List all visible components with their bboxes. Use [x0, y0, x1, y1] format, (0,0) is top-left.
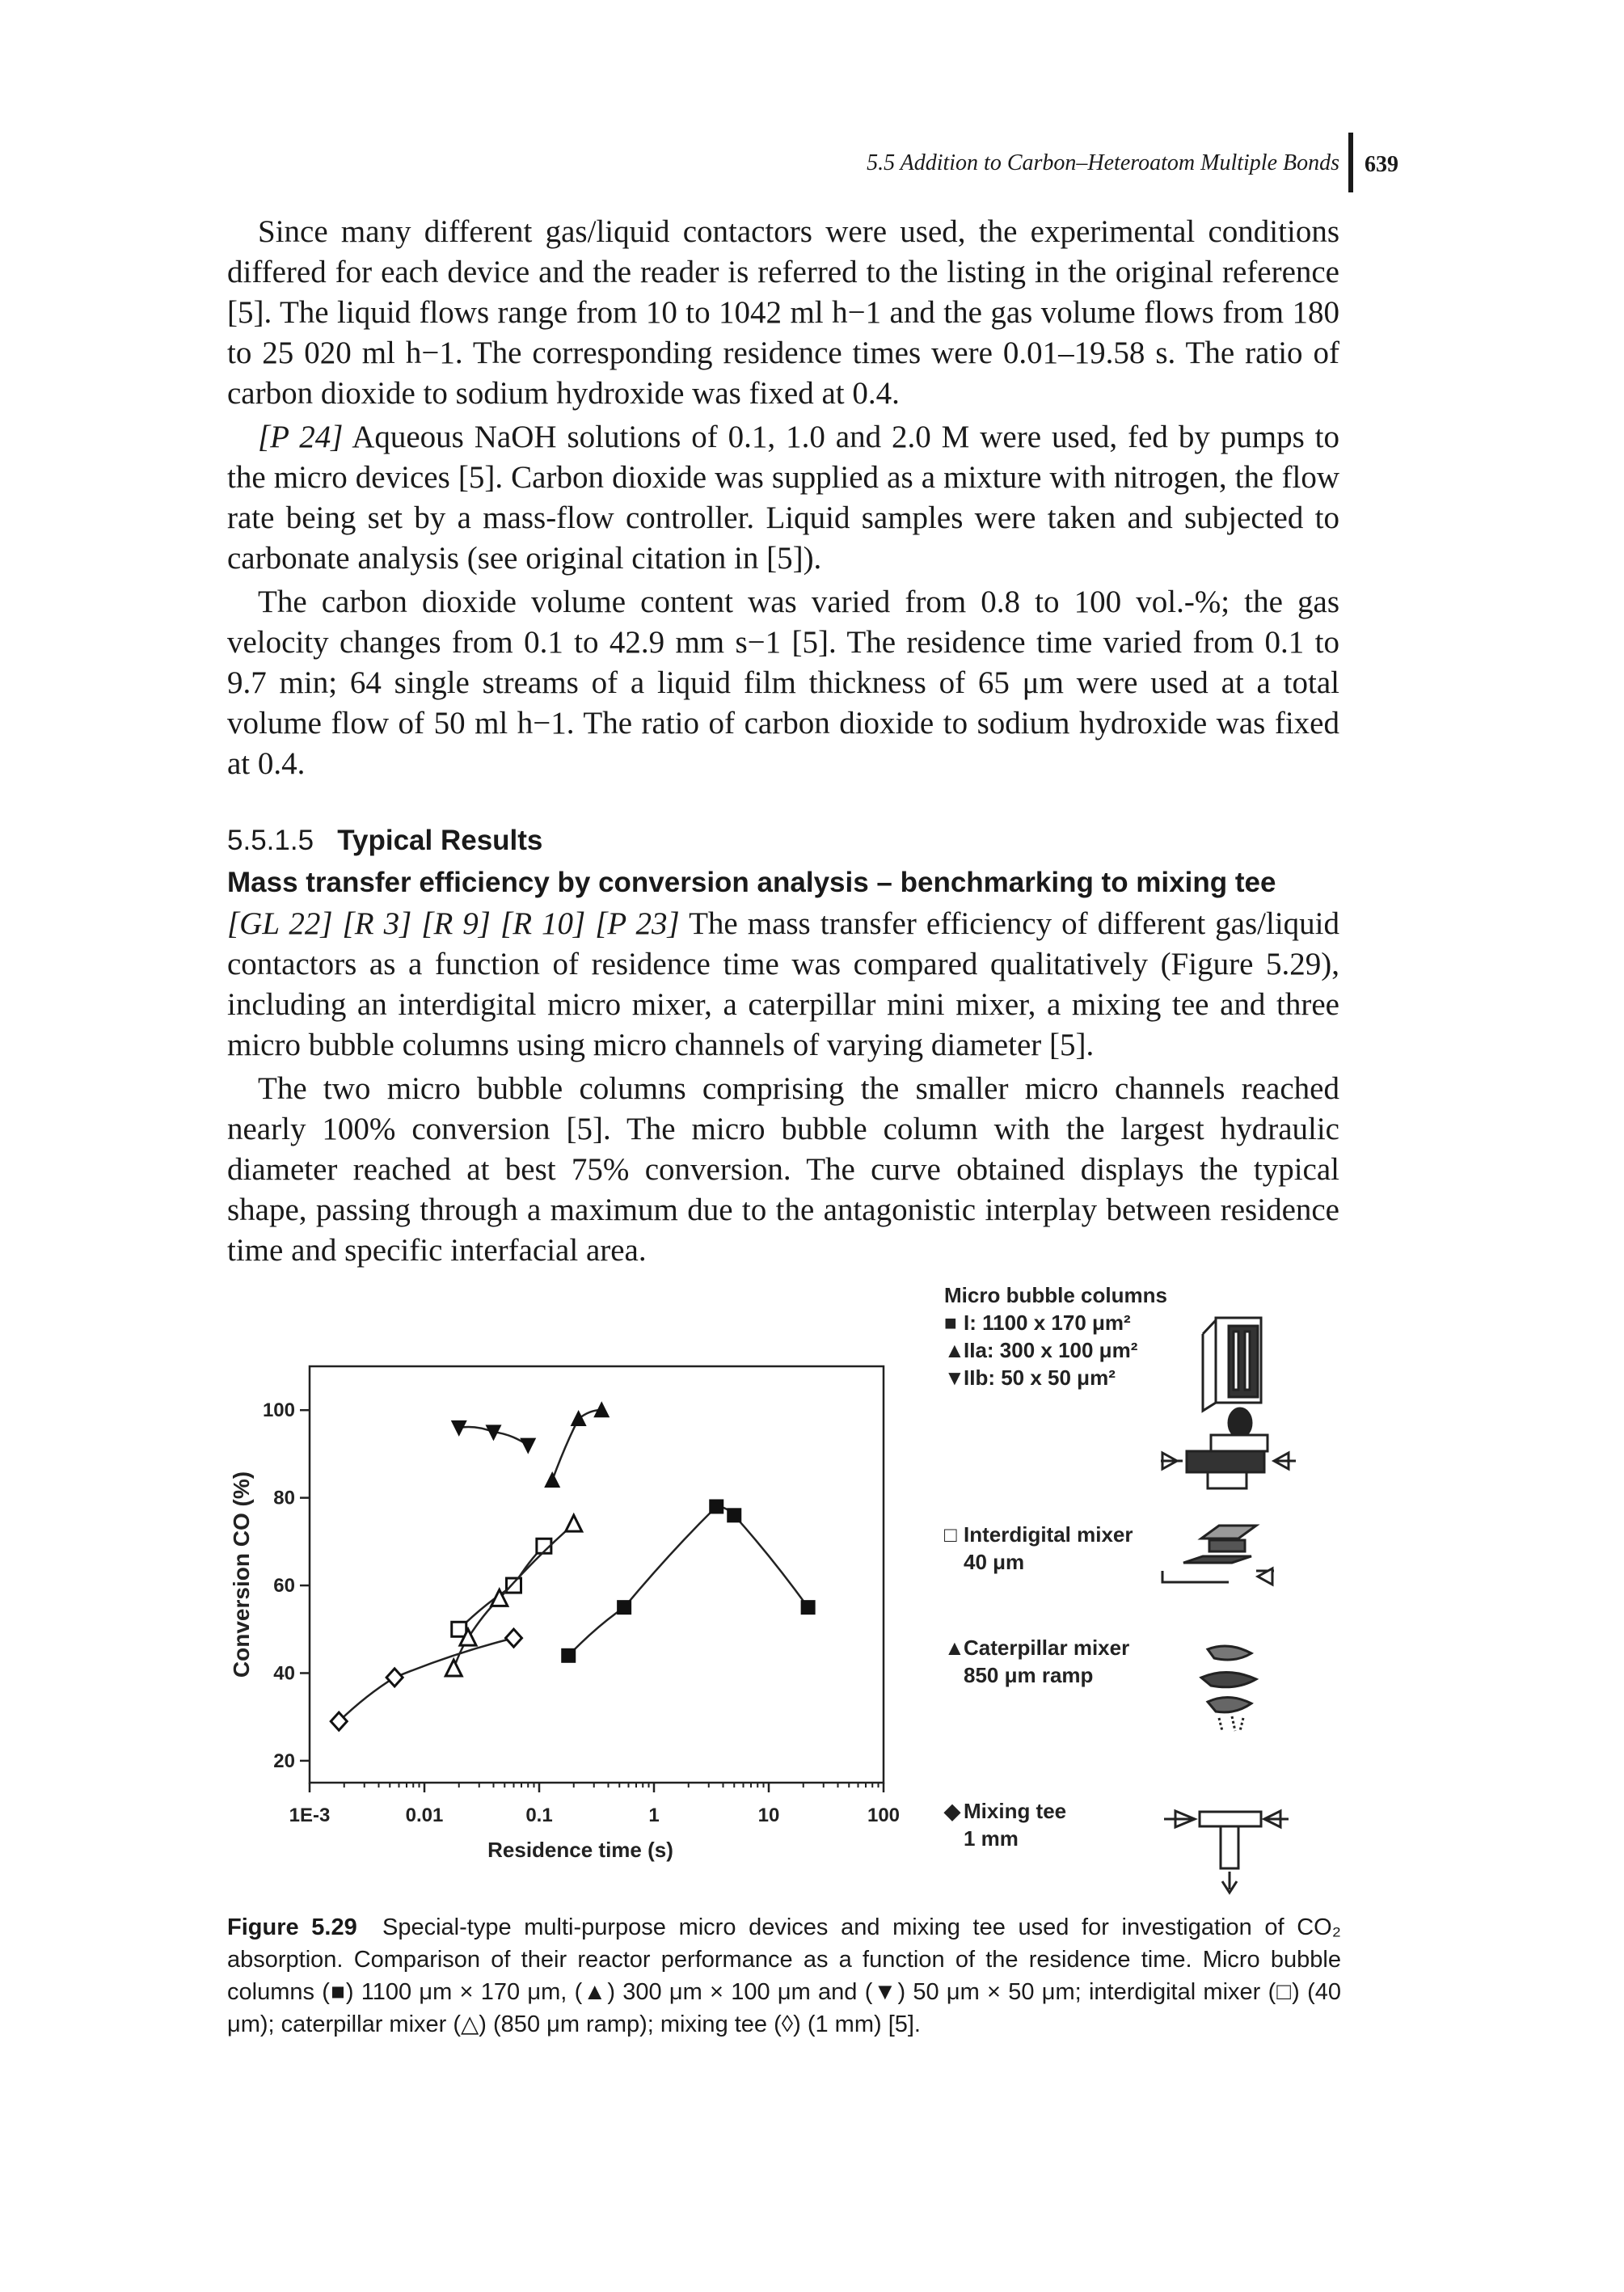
x-tick-label: 0.01 — [406, 1804, 444, 1826]
legend-item-i: ■ I: 1100 x 170 μm² — [944, 1309, 1167, 1336]
legend-item-iib: ▼IIb: 50 x 50 μm² — [944, 1364, 1167, 1391]
data-point-open-triangle — [443, 1657, 464, 1678]
paragraph-3: The carbon dioxide volume content was va… — [227, 585, 1339, 781]
legend-caterpillar-line2: 850 μm ramp — [964, 1663, 1094, 1687]
data-point-square — [709, 1499, 724, 1514]
filled-triangle-down-icon: ▼ — [944, 1365, 965, 1390]
y-tick-label: 20 — [273, 1750, 295, 1772]
paragraph-2: [P 24] Aqueous NaOH solutions of 0.1, 1.… — [227, 417, 1339, 579]
x-tick-label: 10 — [758, 1804, 780, 1826]
series-line — [458, 1545, 545, 1631]
legend-caterpillar-line1: ▲Caterpillar mixer — [944, 1634, 1129, 1661]
x-tick-label: 100 — [867, 1804, 900, 1826]
data-point-triangle-down — [520, 1437, 537, 1454]
data-point-diamond — [504, 1627, 524, 1649]
filled-triangle-up-icon: ▲ — [944, 1338, 965, 1362]
data-point-triangle-up — [593, 1401, 610, 1418]
section-heading: 5.5.1.5 Typical Results — [227, 825, 542, 857]
data-point-open-square — [450, 1620, 468, 1638]
paragraph-5: The two micro bubble columns comprising … — [227, 1071, 1339, 1268]
series-line — [338, 1636, 514, 1723]
series-line — [567, 1505, 809, 1657]
figure-caption: Figure 5.29 Special-type multi-purpose m… — [227, 1911, 1341, 2041]
body-block-2: [GL 22] [R 3] [R 9] [R 10] [P 23] The ma… — [227, 904, 1339, 1271]
paragraph-4-text: The mass transfer efficiency of differen… — [227, 906, 1340, 1062]
legend-item-iia-label: IIa: 300 x 100 μm² — [964, 1338, 1138, 1362]
diamond-icon: ◆ — [944, 1799, 960, 1823]
data-point-diamond — [385, 1666, 405, 1689]
data-point-open-triangle — [489, 1586, 510, 1607]
y-axis-label: Conversion CO (%) — [229, 1471, 254, 1678]
legend-item-i-label: I: 1100 x 170 μm² — [964, 1311, 1131, 1335]
header-rule — [1348, 133, 1353, 192]
paragraph-1: Since many different gas/liquid contacto… — [227, 214, 1339, 411]
paragraph-4: [GL 22] [R 3] [R 9] [R 10] [P 23] The ma… — [227, 904, 1339, 1066]
x-tick-label: 0.1 — [525, 1804, 552, 1826]
data-point-diamond — [329, 1710, 349, 1733]
subheading: Mass transfer efficiency by conversion a… — [227, 867, 1276, 898]
legend-caterpillar-label: Caterpillar mixer — [964, 1636, 1130, 1660]
y-tick-label: 60 — [273, 1575, 295, 1597]
legend-tee-label: Mixing tee — [964, 1799, 1067, 1823]
y-tick-label: 40 — [273, 1662, 295, 1684]
y-tick-label: 100 — [263, 1399, 295, 1421]
open-square-icon: □ — [944, 1522, 957, 1547]
data-point-triangle-down — [485, 1425, 502, 1441]
y-tick-label: 80 — [273, 1488, 295, 1509]
legend-interdigital: □ Interdigital mixer 40 μm — [944, 1521, 1133, 1576]
legend-tee-line1: ◆Mixing tee — [944, 1797, 1066, 1825]
legend-tee-line2: 1 mm — [964, 1826, 1019, 1851]
section-title: Typical Results — [337, 825, 543, 856]
bubble-column-device-icon — [1161, 1316, 1296, 1490]
legend-interdigital-label: Interdigital mixer — [964, 1522, 1133, 1547]
legend-mixing-tee: ◆Mixing tee 1 mm — [944, 1797, 1066, 1852]
legend-caterpillar: ▲Caterpillar mixer 850 μm ramp — [944, 1634, 1129, 1689]
x-tick-label: 1 — [648, 1804, 659, 1826]
body-block-1: Since many different gas/liquid contacto… — [227, 212, 1339, 784]
legend-interdigital-line2: 40 μm — [964, 1550, 1025, 1574]
open-triangle-icon: ▲ — [944, 1636, 965, 1660]
data-point-open-square — [504, 1577, 522, 1594]
data-point-square — [617, 1600, 632, 1615]
data-point-square — [800, 1600, 816, 1615]
data-point-open-triangle — [458, 1626, 479, 1647]
paragraph-2-tag: [P 24] — [258, 420, 344, 454]
plot-frame — [308, 1365, 885, 1784]
legend-item-iia: ▲IIa: 300 x 100 μm² — [944, 1336, 1167, 1364]
x-axis-label: Residence time (s) — [487, 1838, 673, 1862]
legend-micro-bubble: Micro bubble columns ■I: 1100 x 170 μm² … — [944, 1281, 1167, 1391]
data-point-triangle-down — [450, 1420, 467, 1437]
figure-caption-label: Figure 5.29 — [227, 1914, 357, 1940]
x-tick-label: 1E-3 — [289, 1804, 331, 1826]
caterpillar-mixer-device-icon — [1199, 1644, 1259, 1732]
running-title: 5.5 Addition to Carbon–Heteroatom Multip… — [867, 150, 1339, 175]
section-number: 5.5.1.5 — [227, 825, 314, 856]
legend-item-iib-label: IIb: 50 x 50 μm² — [964, 1365, 1116, 1390]
data-point-triangle-up — [570, 1410, 587, 1427]
data-point-square — [561, 1648, 576, 1663]
filled-square-icon: ■ — [944, 1311, 957, 1335]
figure-caption-text: Special-type multi-purpose micro devices… — [227, 1914, 1341, 2037]
paragraph-4-tag: [GL 22] [R 3] [R 9] [R 10] [P 23] — [227, 906, 680, 941]
legend-interdigital-line1: □ Interdigital mixer — [944, 1521, 1133, 1548]
mixing-tee-device-icon — [1164, 1809, 1289, 1895]
data-point-square — [727, 1508, 742, 1523]
interdigital-mixer-device-icon — [1161, 1524, 1274, 1587]
page-number: 639 — [1365, 152, 1398, 177]
paragraph-2-text: Aqueous NaOH solutions of 0.1, 1.0 and 2… — [227, 420, 1339, 576]
data-point-open-triangle — [563, 1512, 584, 1533]
data-point-triangle-up — [544, 1471, 561, 1488]
legend-title: Micro bubble columns — [944, 1283, 1167, 1307]
